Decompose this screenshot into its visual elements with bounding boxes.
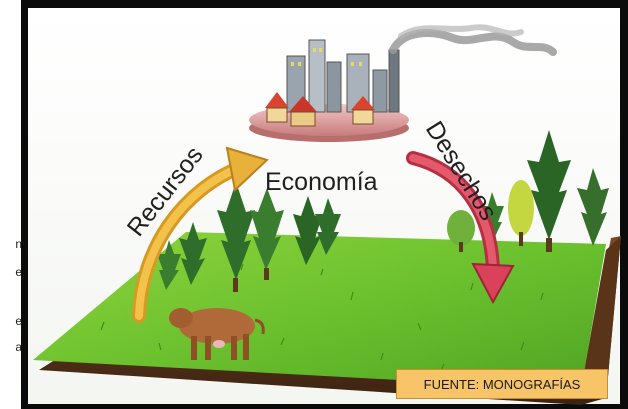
resources-arrow bbox=[132, 146, 269, 323]
soil-side bbox=[581, 236, 621, 398]
tree-cluster-right bbox=[447, 130, 609, 252]
cow bbox=[169, 308, 265, 360]
side-text-fragment-4: a bbox=[15, 340, 22, 354]
waste-arrow bbox=[406, 151, 515, 305]
side-text-fragment-3: e bbox=[15, 314, 22, 328]
economy-label: Economía bbox=[265, 168, 378, 196]
side-text-fragment-2: e bbox=[15, 265, 22, 279]
economy-cycle-illustration: Recursos Economía Desechos bbox=[28, 8, 621, 405]
source-caption: FUENTE: MONOGRAFÍAS bbox=[396, 369, 608, 399]
tree-cluster-left bbox=[157, 182, 341, 292]
side-text-fragment-1: n bbox=[15, 237, 22, 251]
economy-city-plate bbox=[249, 24, 557, 142]
